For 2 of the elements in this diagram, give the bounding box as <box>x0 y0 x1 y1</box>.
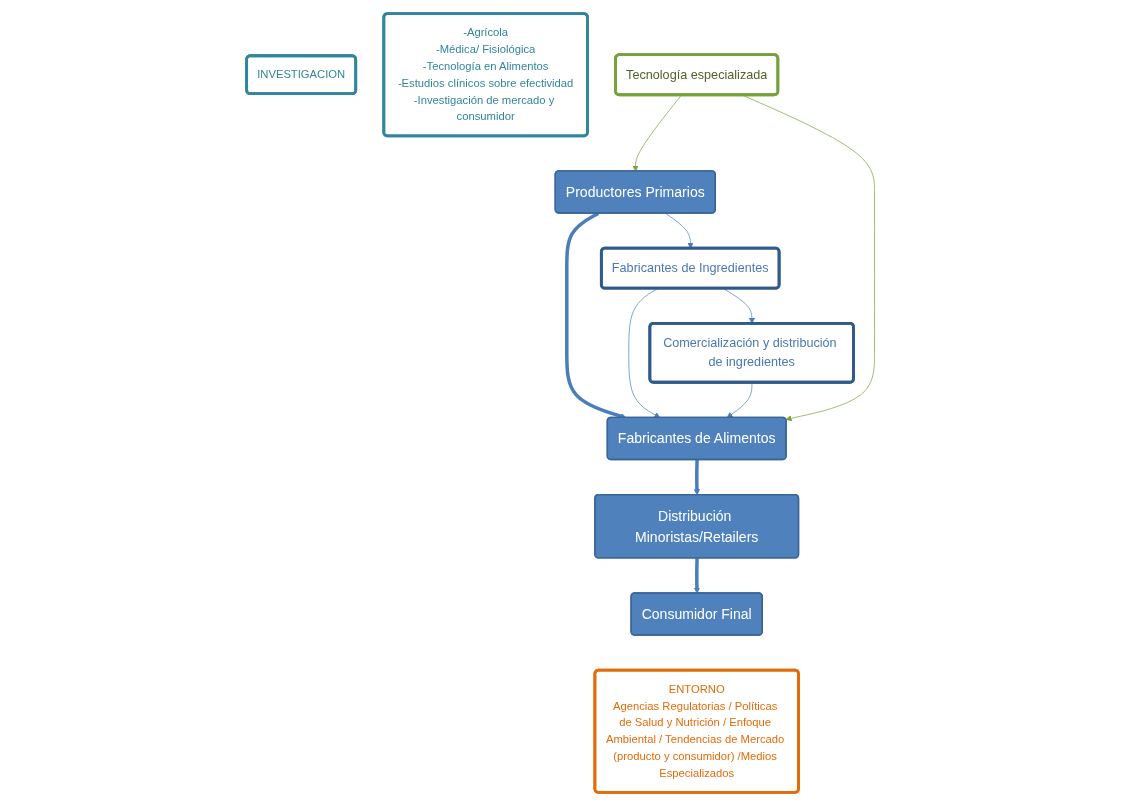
arrow <box>694 459 701 496</box>
arrow <box>694 558 701 594</box>
